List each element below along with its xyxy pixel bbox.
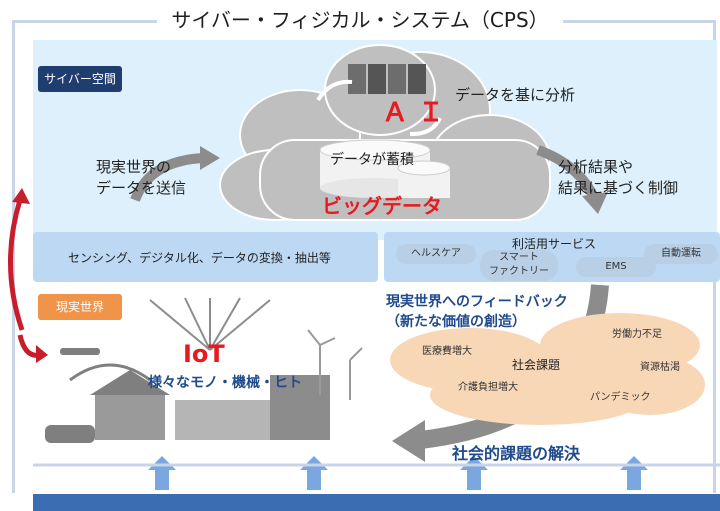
service-ems: EMS — [576, 257, 656, 277]
page-title: サイバー・フィジカル・システム（CPS） — [0, 4, 720, 33]
control-label-2: 結果に基づく制御 — [558, 179, 679, 197]
social-issues-cloud — [390, 313, 705, 425]
loop-arrow-icon — [8, 199, 25, 331]
send-label-2: データを送信 — [96, 179, 187, 197]
database-icon — [319, 139, 451, 198]
social-issues-title: 社会課題 — [512, 358, 561, 372]
sensing-band — [33, 232, 378, 282]
physical-world-tag: 現実世界 — [38, 294, 122, 320]
bigdata-label: ビッグデータ — [322, 194, 442, 218]
analysis-label: データを基に分析 — [455, 86, 576, 104]
service-smart-factory: スマート ファクトリー — [480, 250, 558, 281]
solution-label: 社会的課題の解決 — [452, 444, 581, 463]
cycle-arrow-icon — [316, 79, 353, 102]
cyber-space-tag: サイバー空間 — [38, 66, 122, 92]
iot-label: IoT — [183, 340, 225, 368]
service-healthcare: ヘルスケア — [396, 244, 476, 264]
send-arrow-icon — [130, 153, 206, 202]
feedback-label-2: （新たな価値の創造） — [386, 314, 526, 330]
issue-resource-depletion: 資源枯渇 — [640, 362, 680, 373]
issue-medical-cost: 医療費増大 — [422, 346, 472, 357]
bottom-bar — [33, 494, 720, 511]
services-title: 利活用サービス — [512, 237, 597, 251]
service-autonomous-driving: 自動運転 — [644, 244, 718, 264]
issue-care-burden: 介護負担増大 — [458, 382, 518, 393]
send-label-1: 現実世界の — [96, 158, 172, 176]
cycle-arrow-icon — [409, 117, 442, 137]
control-label-1: 分析結果や — [558, 158, 634, 176]
city-illustration — [45, 348, 330, 443]
wind-turbine-icon — [307, 329, 363, 400]
issue-labor-shortage: 労働力不足 — [612, 329, 662, 340]
ai-label: ＡＩ — [382, 98, 455, 128]
control-arrow-icon — [536, 145, 600, 203]
feedback-label-1: 現実世界へのフィードバック — [386, 294, 568, 310]
issue-pandemic: パンデミック — [590, 392, 651, 403]
iot-uplink-arrows — [149, 297, 271, 351]
sensing-label: センシング、デジタル化、データの変換・抽出等 — [68, 251, 331, 265]
accumulate-label: データが蓄積 — [330, 152, 414, 168]
things-label: 様々なモノ・機械・ヒト — [148, 375, 302, 391]
server-icon — [348, 64, 426, 94]
